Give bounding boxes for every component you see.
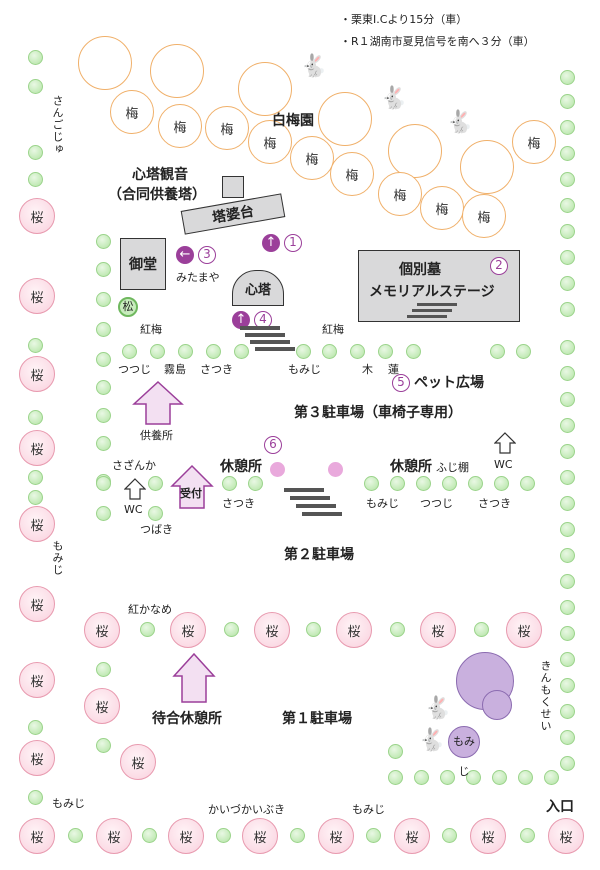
label-momiji-2: もみじ <box>366 497 399 510</box>
rest-point <box>328 462 343 477</box>
stairs-upper <box>240 326 295 351</box>
rabbit-icon: 🐇 <box>424 696 452 721</box>
bird-icon <box>318 92 372 146</box>
label-memorial-stage: メモリアルステージ <box>369 284 495 300</box>
marker-6: 6 <box>264 436 282 454</box>
label-parking-3: 第３駐車場（車椅子専用） <box>294 405 462 421</box>
label-parking-1: 第１駐車場 <box>282 711 352 727</box>
momiji-circle: もみじ <box>448 726 480 778</box>
arrow-up-icon: ↑ <box>262 234 280 252</box>
arrow-up-icon: ↑ <box>232 311 250 329</box>
label-kirishima: 霧島 <box>164 363 186 376</box>
label-koubai-right: 紅梅 <box>322 323 344 336</box>
shintou-building: 心塔 <box>232 270 284 306</box>
label-momiji-bottom-left: もみじ <box>52 797 85 810</box>
label-kyukeisho-right: 休憩所 <box>390 459 432 475</box>
matsu-tree: 松 <box>118 297 138 317</box>
marker-3: 3 <box>198 246 216 264</box>
bird-icon <box>78 36 132 90</box>
label-fujidana: ふじ棚 <box>436 461 469 474</box>
label-tsutsuji-2: つつじ <box>420 497 453 510</box>
wc-arrow-icon <box>124 478 146 500</box>
label-satsuki-2: さつき <box>222 497 255 510</box>
wc-arrow-icon <box>494 432 516 454</box>
bird-icon <box>460 140 514 194</box>
label-sazanka: さざんか <box>112 459 156 472</box>
marker-1: 1 <box>284 234 302 252</box>
label-kyukeisho-left: 休憩所 <box>220 459 262 475</box>
label-hasu: 蓮 <box>388 363 399 376</box>
bird-icon <box>238 62 292 116</box>
label-kobetsubo: 個別墓 <box>399 262 441 278</box>
label-satsuki-1: さつき <box>200 363 233 376</box>
kobetsubo-building: 個別墓 メモリアルステージ <box>358 250 520 322</box>
bird-icon <box>388 124 442 178</box>
label-entrance: 入口 <box>546 799 574 815</box>
label-wc-left: WC <box>124 503 143 516</box>
access-line-2: ・R１湖南市夏見信号を南へ３分（車） <box>340 35 535 48</box>
rabbit-icon: 🐇 <box>418 728 446 753</box>
label-machiai: 待合休憩所 <box>152 711 222 727</box>
label-sangoju: さんごじゅ <box>51 95 64 155</box>
label-moku: 木 <box>362 363 373 376</box>
machiai-arrow <box>172 652 216 703</box>
label-uketsuke: 受付 <box>180 487 202 500</box>
label-shintou-kannon: 心塔観音 <box>132 167 188 183</box>
tree <box>482 690 512 720</box>
label-momiji-bottom-mid: もみじ <box>352 803 385 816</box>
access-line-1: ・栗東I.Cより15分（車） <box>340 13 468 26</box>
label-hakubaien: 白梅園 <box>272 113 314 129</box>
label-wc-right: WC <box>494 458 513 471</box>
stairs-lower <box>284 488 342 516</box>
rabbit-icon: 🐇 <box>380 86 408 111</box>
marker-2: 2 <box>490 257 508 275</box>
label-tsutsuji-1: つつじ <box>118 363 151 376</box>
label-kinmokusei: きんもくせい <box>539 660 552 732</box>
bird-icon <box>150 44 204 98</box>
arrow-left-icon: ← <box>176 246 194 264</box>
label-kaizukaibuki: かいづかいぶき <box>208 803 285 816</box>
uketsuke-arrow <box>170 464 214 509</box>
label-goudou-kuyoutou: （合同供養塔） <box>108 187 206 203</box>
label-parking-2: 第２駐車場 <box>284 547 354 563</box>
label-mitamaya: みたまや <box>176 271 220 284</box>
marker-4: 4 <box>254 311 272 329</box>
kuyousho-arrow <box>132 380 184 425</box>
label-momiji-1: もみじ <box>288 363 321 376</box>
label-pet-hiroba: ペット広場 <box>414 375 484 391</box>
midou-building: 御堂 <box>120 238 166 290</box>
rabbit-icon: 🐇 <box>446 110 474 135</box>
label-tsubaki: つばき <box>140 523 173 536</box>
label-koubai-left: 紅梅 <box>140 323 162 336</box>
rest-point <box>270 462 285 477</box>
label-benikaname: 紅かなめ <box>128 603 172 616</box>
label-momiji-side: もみじ <box>51 540 64 576</box>
label-kuyousho: 供養所 <box>140 429 173 442</box>
label-satsuki-3: さつき <box>478 497 511 510</box>
rabbit-icon: 🐇 <box>300 54 328 79</box>
marker-5: 5 <box>392 374 410 392</box>
kannon-statue <box>222 176 244 198</box>
